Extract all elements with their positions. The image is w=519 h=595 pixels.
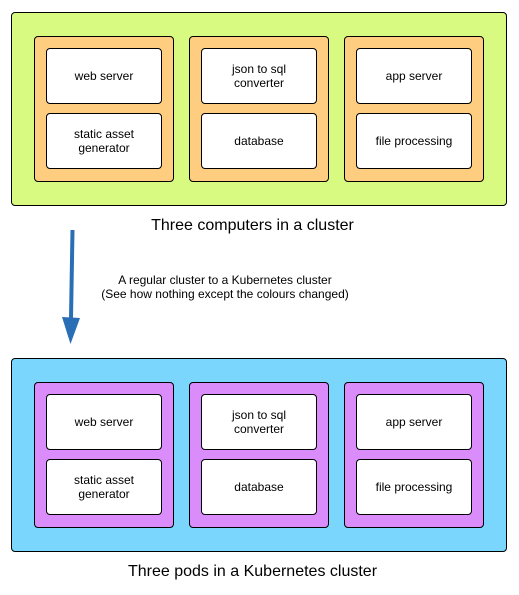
kubernetes-cluster: web server static asset generator json t… — [11, 358, 507, 552]
arrow-head — [62, 317, 80, 344]
service-file-processing: file processing — [356, 113, 472, 169]
service-json-to-sql-converter: json to sql converter — [201, 48, 317, 104]
service-json-to-sql-converter: json to sql converter — [201, 394, 317, 450]
pod-3: app server file processing — [344, 382, 484, 528]
service-app-server: app server — [356, 48, 472, 104]
service-static-asset-generator: static asset generator — [46, 459, 162, 515]
service-static-asset-generator: static asset generator — [46, 113, 162, 169]
computer-3: app server file processing — [344, 36, 484, 182]
down-arrow-icon — [62, 230, 80, 344]
arrow-shaft — [69, 230, 75, 318]
service-database: database — [201, 459, 317, 515]
service-web-server: web server — [46, 48, 162, 104]
regular-cluster-caption: Three computers in a cluster — [151, 217, 354, 234]
service-app-server: app server — [356, 394, 472, 450]
transition-label-line-2: (See how nothing except the colours chan… — [101, 287, 349, 301]
computer-2: json to sql converter database — [189, 36, 329, 182]
pod-2: json to sql converter database — [189, 382, 329, 528]
transition-label: A regular cluster to a Kubernetes cluste… — [60, 273, 390, 301]
regular-cluster: web server static asset generator json t… — [11, 12, 507, 206]
kubernetes-cluster-caption: Three pods in a Kubernetes cluster — [127, 563, 378, 580]
service-database: database — [201, 113, 317, 169]
transition-label-line-1: A regular cluster to a Kubernetes cluste… — [118, 273, 332, 287]
service-file-processing: file processing — [356, 459, 472, 515]
pod-1: web server static asset generator — [34, 382, 174, 528]
service-web-server: web server — [46, 394, 162, 450]
computer-1: web server static asset generator — [34, 36, 174, 182]
